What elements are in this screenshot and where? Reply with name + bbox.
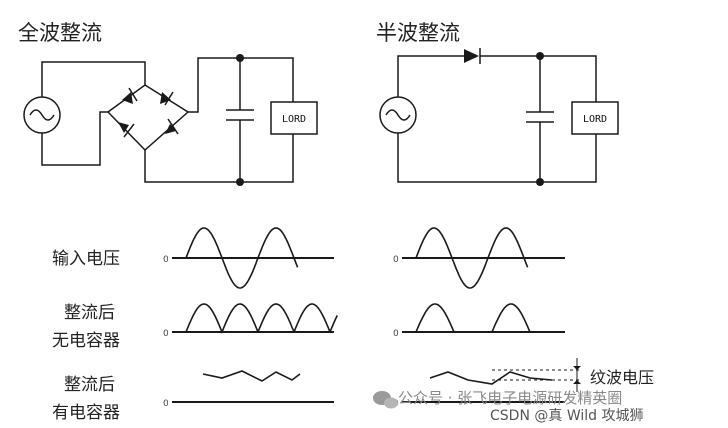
- bridge-diode-icon: [160, 91, 174, 106]
- load-label: LORD: [282, 114, 306, 125]
- ac-source-icon: [379, 96, 417, 134]
- bridge-diode-icon: [122, 87, 138, 104]
- row-label-with-cap-2: 有电容器: [52, 403, 120, 423]
- full-wave-circuit: LORD: [23, 54, 318, 186]
- ripple-label: 纹波电压: [590, 368, 654, 387]
- half-wave-input-waveform: [415, 227, 529, 289]
- full-wave-title: 全波整流: [18, 21, 102, 45]
- zero-mark: 0: [393, 329, 399, 339]
- half-wave-filtered-waveform: [429, 371, 553, 385]
- full-wave-rectified-waveform: [185, 303, 338, 334]
- row-label-input: 输入电压: [52, 249, 120, 269]
- load-label: LORD: [583, 114, 607, 125]
- ac-source-icon: [23, 96, 61, 134]
- ripple-indicator: [492, 358, 582, 392]
- zero-mark: 0: [163, 255, 169, 265]
- row-label-with-cap-1: 整流后: [64, 375, 115, 395]
- wechat-icon: [373, 391, 398, 409]
- row-label-no-cap-1: 整流后: [64, 303, 115, 323]
- half-wave-rectified-waveform: [415, 303, 546, 333]
- capacitor-icon: [226, 58, 254, 182]
- zero-mark: 0: [163, 399, 169, 409]
- row-label-no-cap-2: 无电容器: [52, 331, 120, 351]
- half-wave-circuit: LORD: [379, 48, 619, 186]
- bridge-diode-icon: [118, 122, 135, 138]
- zero-mark: 0: [163, 329, 169, 339]
- half-wave-title: 半波整流: [376, 21, 460, 45]
- watermark-wechat: 公众号 · 张飞电子电源研发精英圈: [398, 389, 622, 407]
- load-box: [270, 101, 318, 135]
- series-diode-icon: [464, 48, 481, 64]
- full-wave-input-waveform: [185, 227, 299, 289]
- bridge-diode-icon: [165, 118, 179, 135]
- full-wave-filtered-waveform: [202, 370, 301, 382]
- zero-mark: 0: [393, 255, 399, 265]
- load-box: [571, 101, 619, 135]
- capacitor-icon: [526, 56, 554, 182]
- watermark-csdn: CSDN @真 Wild 攻城狮: [490, 408, 643, 424]
